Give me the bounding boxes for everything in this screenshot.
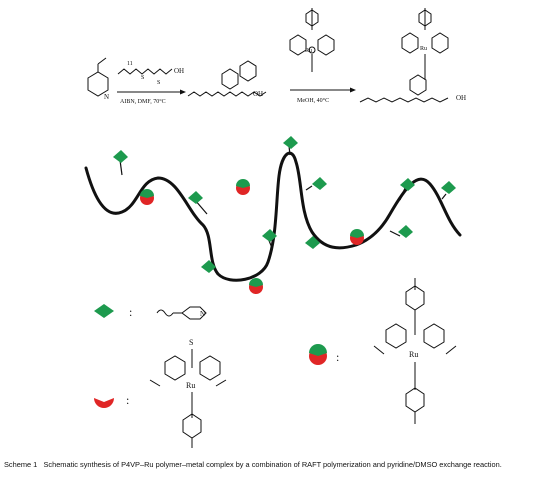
legend-colon-2: : bbox=[126, 393, 129, 407]
chain-pyridine-pendants bbox=[113, 136, 456, 273]
step1-conditions: AIBN, DMF, 70°C bbox=[120, 98, 166, 105]
polymer-p4vp: OH bbox=[187, 60, 267, 98]
legend-colon-3: : bbox=[336, 350, 339, 364]
complex-ru-label: Ru bbox=[409, 350, 418, 359]
step2-conditions: MeOH, 40°C bbox=[297, 97, 329, 104]
step1-arrow: AIBN, DMF, 70°C bbox=[117, 89, 186, 105]
pyridine-symbol bbox=[94, 304, 114, 318]
legend-ru-pyridine-complex: : Ru bbox=[309, 278, 457, 424]
ru-dmso-symbol bbox=[94, 398, 114, 408]
raft-repeat-label: 11 bbox=[127, 61, 133, 67]
dmso-complex-ru-label: Ru bbox=[186, 381, 195, 390]
ru-dmso-reagent: Ru bbox=[289, 8, 335, 72]
caption-text: Schematic synthesis of P4VP–Ru polymer–m… bbox=[43, 460, 502, 469]
raft-thione-label: S bbox=[157, 80, 160, 86]
polymer2-oh-label: OH bbox=[456, 94, 466, 102]
product-ru-label: Ru bbox=[420, 46, 427, 52]
legend-colon-1: : bbox=[129, 305, 132, 319]
raft-oh-label: OH bbox=[174, 67, 184, 75]
raft-s-label: S bbox=[141, 75, 144, 81]
dmso-s-label: S bbox=[189, 338, 193, 347]
polymer1-oh-label: OH bbox=[253, 90, 263, 98]
step2-arrow: MeOH, 40°C bbox=[290, 87, 356, 104]
raft-agent: 11 S S OH bbox=[117, 61, 184, 86]
scheme-number: Scheme 1 bbox=[4, 460, 38, 469]
scheme-caption: Scheme 1 Schematic synthesis of P4VP–Ru … bbox=[4, 460, 552, 470]
legend-pyridine-n: N bbox=[200, 310, 205, 318]
monomer-4-vinylpyridine: N bbox=[87, 57, 109, 101]
legend-pyridine: : N bbox=[94, 304, 207, 320]
polymer-p4vp-ru-product: Ru OH bbox=[359, 8, 466, 103]
chain-ru-complex-4 bbox=[350, 229, 364, 245]
legend-dmso-complex: : S Ru bbox=[94, 338, 227, 448]
chain-ru-complex-3 bbox=[249, 278, 263, 294]
chain-ru-complex-1 bbox=[140, 189, 154, 205]
monomer-n-label: N bbox=[104, 93, 109, 101]
reagent-ru-label: Ru bbox=[305, 48, 312, 54]
polymer-chain-backbone bbox=[84, 151, 462, 282]
chain-ru-complexes bbox=[140, 179, 364, 294]
chain-ru-complex-2 bbox=[236, 179, 250, 195]
